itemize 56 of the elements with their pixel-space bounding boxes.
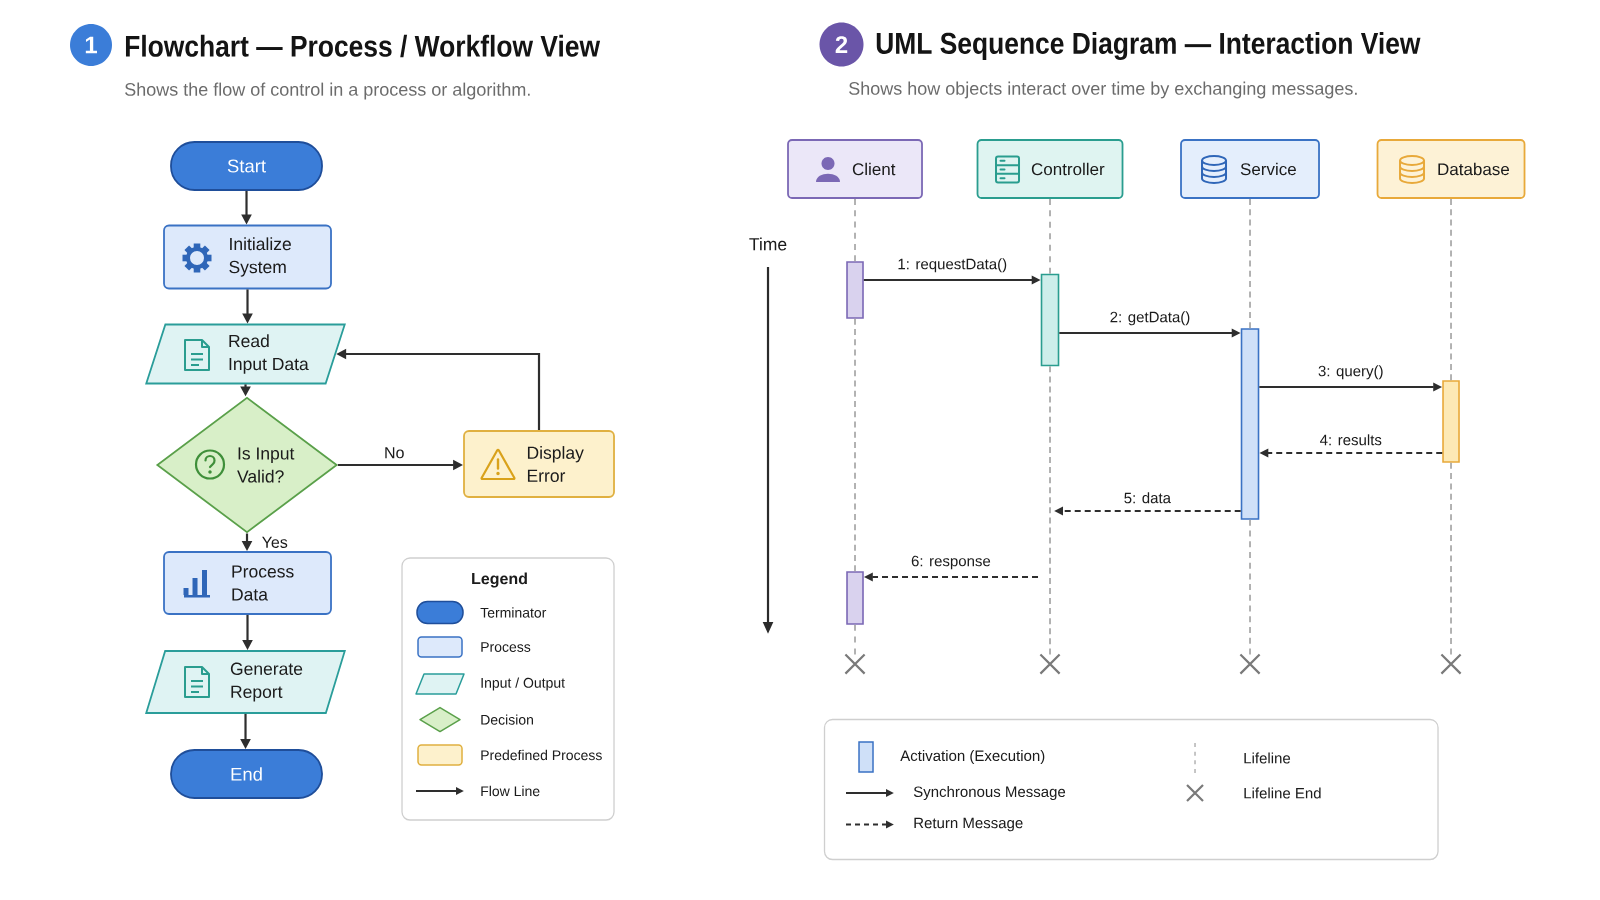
- section-heading: Flowchart — Process / Workflow View: [126, 34, 601, 58]
- terminator: End: [170, 749, 323, 799]
- legend-label: Synchronous Message: [913, 786, 1066, 800]
- section-heading: UML Sequence Diagram — Interaction View: [876, 31, 1421, 61]
- subtitle: Shows the flow of control in a process or algorithm.: [125, 82, 530, 100]
- object-box: Database: [1376, 139, 1526, 199]
- edge-label: 3: query(): [1316, 363, 1386, 381]
- legend-label: Input / Output: [481, 677, 565, 691]
- lifeline: [1450, 198, 1452, 381]
- legend-label: Lifeline End: [1244, 787, 1321, 799]
- legend-label: Process: [481, 642, 531, 652]
- legend-title: Legend: [472, 572, 527, 588]
- lifeline: [1049, 365, 1051, 656]
- edge-label: 4: results: [1318, 432, 1384, 447]
- legend-label: Decision: [481, 714, 533, 725]
- number-badge: 1: [70, 24, 112, 66]
- activation-bar: [1442, 380, 1460, 463]
- edge-label: 1: requestData(): [895, 256, 1009, 274]
- time-label: Time: [749, 237, 787, 251]
- lifeline: [1249, 198, 1251, 329]
- activation-bar: [846, 571, 864, 625]
- activation-bar: [1240, 328, 1260, 520]
- process-box: Initialize System: [163, 224, 332, 290]
- edge-label: No: [382, 445, 406, 460]
- io-parallelogram: Read Input Data: [145, 323, 346, 385]
- edge-label: 2: getData(): [1108, 309, 1192, 327]
- object-box: Client: [787, 139, 923, 199]
- io-parallelogram: Generate Report: [145, 650, 346, 714]
- process-box: Process Data: [163, 551, 332, 615]
- legend-label: Lifeline: [1244, 752, 1291, 764]
- lifeline-end-mark: [1039, 653, 1061, 675]
- subtitle: Shows how objects interact over time by exchanging messages.: [849, 81, 1357, 99]
- edge-label: 5: data: [1122, 490, 1173, 505]
- lifeline-end-mark: [1239, 653, 1261, 675]
- predefined-process-box: Display Error: [463, 430, 615, 498]
- object-box: Controller: [976, 139, 1124, 199]
- terminator: Start: [170, 141, 323, 191]
- activation-bar: [1040, 273, 1060, 367]
- edge-label: Yes: [260, 535, 290, 550]
- lifeline-end-mark: [1440, 653, 1462, 675]
- lifeline: [1450, 462, 1452, 656]
- legend-label: Activation (Execution): [900, 750, 1045, 764]
- legend-label: Return Message: [914, 817, 1023, 832]
- legend-label: Predefined Process: [481, 749, 602, 761]
- activation-bar: [846, 261, 864, 319]
- legend-label: Terminator: [480, 607, 547, 618]
- object-box: Service: [1180, 139, 1320, 199]
- lifeline: [854, 198, 856, 262]
- number-badge: 2: [819, 22, 864, 67]
- lifeline: [854, 624, 856, 656]
- lifeline: [1049, 198, 1051, 275]
- edge-label: 6: response: [909, 554, 993, 571]
- lifeline: [1249, 519, 1251, 656]
- lifeline-end-mark: [844, 653, 866, 675]
- lifeline: [854, 318, 856, 572]
- legend-label: Flow Line: [481, 785, 540, 797]
